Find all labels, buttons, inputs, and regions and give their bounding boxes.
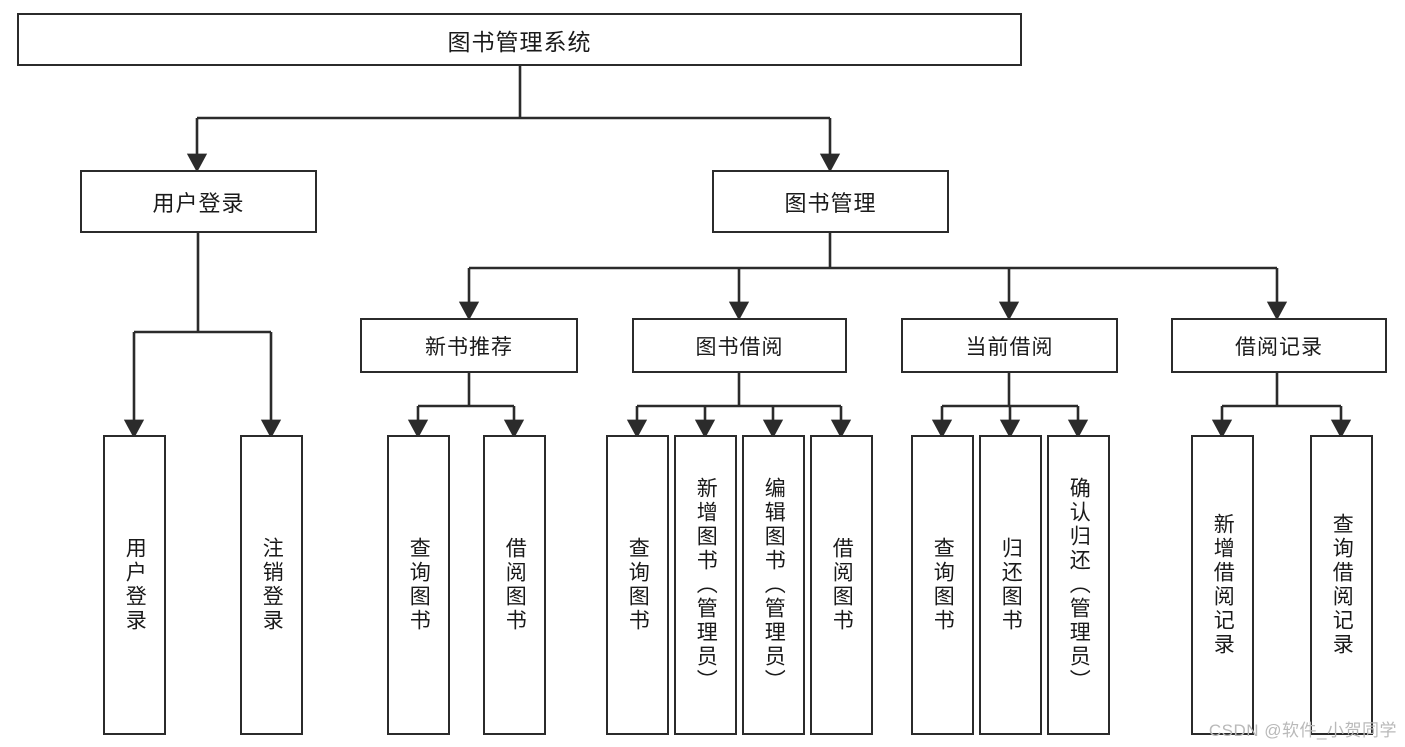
node-new-book-recommend[interactable]: 新书推荐 [360,318,578,373]
node-leaf-add-record[interactable]: 新增借阅记录 [1191,435,1254,735]
node-leaf-query-book-1-label: 查询图书 [407,537,431,633]
node-leaf-confirm-return-label: 确认归还（管理员） [1067,477,1091,693]
node-root[interactable]: 图书管理系统 [17,13,1022,66]
csdn-watermark: CSDN @软件_小贺同学 [1208,721,1397,740]
node-leaf-confirm-return[interactable]: 确认归还（管理员） [1047,435,1110,735]
node-root-label: 图书管理系统 [447,28,592,55]
node-new-book-recommend-label: 新书推荐 [425,335,513,359]
node-leaf-query-record-label: 查询借阅记录 [1330,513,1354,657]
node-leaf-borrow-book-1[interactable]: 借阅图书 [483,435,546,735]
node-user-login[interactable]: 用户登录 [80,170,317,233]
node-leaf-logout-label: 注销登录 [260,537,284,633]
node-current-borrow-label: 当前借阅 [965,335,1054,359]
node-leaf-query-book-1[interactable]: 查询图书 [387,435,450,735]
node-leaf-logout[interactable]: 注销登录 [240,435,303,735]
node-leaf-add-book-label: 新增图书（管理员） [694,477,718,693]
node-borrow-record-label: 借阅记录 [1235,335,1323,359]
node-leaf-edit-book-label: 编辑图书（管理员） [762,477,786,693]
node-book-manage-label: 图书管理 [784,190,877,216]
node-leaf-query-book-2-label: 查询图书 [626,537,650,633]
node-leaf-return-book[interactable]: 归还图书 [979,435,1042,735]
node-book-borrow-label: 图书借阅 [695,335,784,359]
node-leaf-add-book[interactable]: 新增图书（管理员） [674,435,737,735]
node-user-login-label: 用户登录 [152,190,245,216]
node-leaf-user-login[interactable]: 用户登录 [103,435,166,735]
node-book-manage[interactable]: 图书管理 [712,170,949,233]
node-leaf-edit-book[interactable]: 编辑图书（管理员） [742,435,805,735]
node-borrow-record[interactable]: 借阅记录 [1171,318,1387,373]
node-leaf-borrow-book-1-label: 借阅图书 [503,537,527,633]
node-leaf-query-book-3-label: 查询图书 [931,537,955,633]
node-leaf-borrow-book-2-label: 借阅图书 [830,537,854,633]
node-leaf-query-record[interactable]: 查询借阅记录 [1310,435,1373,735]
node-book-borrow[interactable]: 图书借阅 [632,318,847,373]
node-leaf-return-book-label: 归还图书 [999,537,1023,633]
node-leaf-query-book-3[interactable]: 查询图书 [911,435,974,735]
node-leaf-query-book-2[interactable]: 查询图书 [606,435,669,735]
node-current-borrow[interactable]: 当前借阅 [901,318,1118,373]
node-leaf-add-record-label: 新增借阅记录 [1211,513,1235,657]
node-leaf-user-login-label: 用户登录 [123,537,147,633]
node-leaf-borrow-book-2[interactable]: 借阅图书 [810,435,873,735]
